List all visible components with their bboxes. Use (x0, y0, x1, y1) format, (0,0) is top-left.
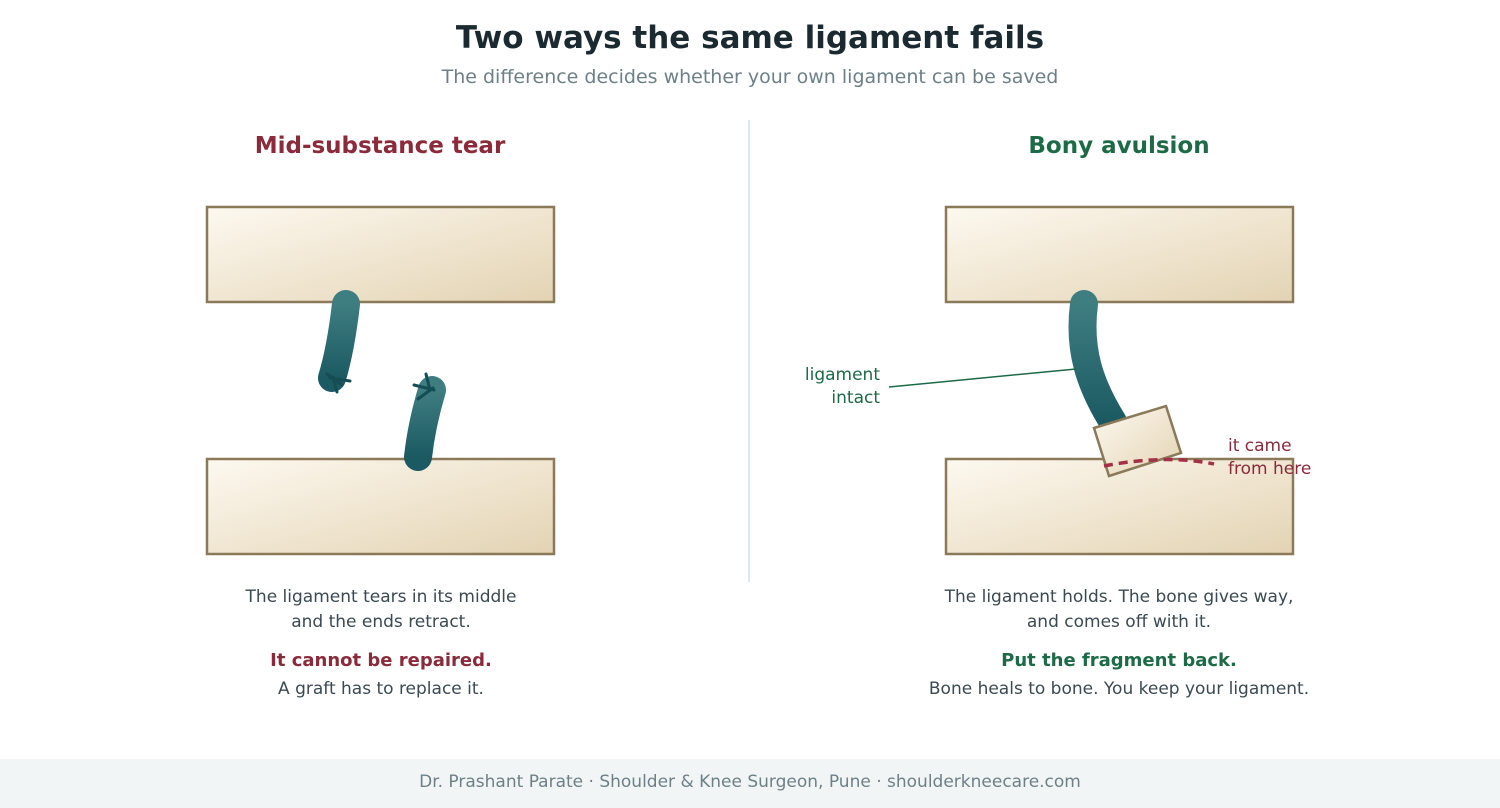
left-upper-bone (205, 205, 556, 304)
right-lower-bone (944, 457, 1295, 556)
frayed-end-upper (325, 372, 352, 394)
right-verdict: Put the fragment back. (1001, 650, 1237, 671)
mid-substance-tear-diagram (205, 205, 556, 556)
right-note: Bone heals to bone. You keep your ligame… (928, 679, 1310, 699)
upper-ligament-stump (318, 290, 360, 392)
right-caption: The ligament holds. The bone gives way, … (839, 585, 1399, 635)
label-ligament-intact: ligament intact (740, 364, 880, 410)
label-came-from-here-line1: it came (1228, 436, 1292, 456)
left-caption-line1: The ligament tears in its middle (245, 587, 517, 607)
avulsed-bone-fragment (1092, 404, 1183, 478)
ligament-illustration (205, 205, 1295, 556)
left-lower-bone (205, 457, 556, 556)
right-upper-bone (944, 205, 1295, 304)
left-panel-heading: Mid-substance tear (254, 133, 506, 159)
footer-bar: Dr. Prashant Parate · Shoulder & Knee Su… (0, 759, 1500, 808)
left-verdict: It cannot be repaired. (270, 650, 492, 671)
footer-credit: Dr. Prashant Parate · Shoulder & Knee Su… (419, 772, 1081, 792)
intact-ligament (1068, 290, 1127, 436)
page-title: Two ways the same ligament fails (455, 20, 1045, 56)
label-ligament-intact-line2: intact (831, 388, 880, 408)
label-came-from-here-line2: from here (1228, 459, 1312, 479)
frayed-end-lower (412, 372, 436, 401)
right-caption-line1: The ligament holds. The bone gives way, (944, 587, 1294, 607)
bony-avulsion-diagram (888, 205, 1295, 556)
avulsion-origin-line (1103, 457, 1215, 468)
left-note: A graft has to replace it. (278, 679, 484, 699)
left-caption: The ligament tears in its middle and the… (101, 585, 661, 635)
ligament-intact-pointer (888, 368, 1077, 388)
right-caption-line2: and comes off with it. (1026, 612, 1212, 632)
lower-ligament-stump (404, 376, 446, 471)
label-ligament-intact-line1: ligament (804, 365, 880, 385)
right-panel-heading: Bony avulsion (1028, 133, 1210, 159)
panel-divider (748, 120, 750, 582)
left-caption-line2: and the ends retract. (291, 612, 471, 632)
label-came-from-here: it came from here (1228, 435, 1388, 481)
page-subtitle: The difference decides whether your own … (441, 66, 1059, 88)
